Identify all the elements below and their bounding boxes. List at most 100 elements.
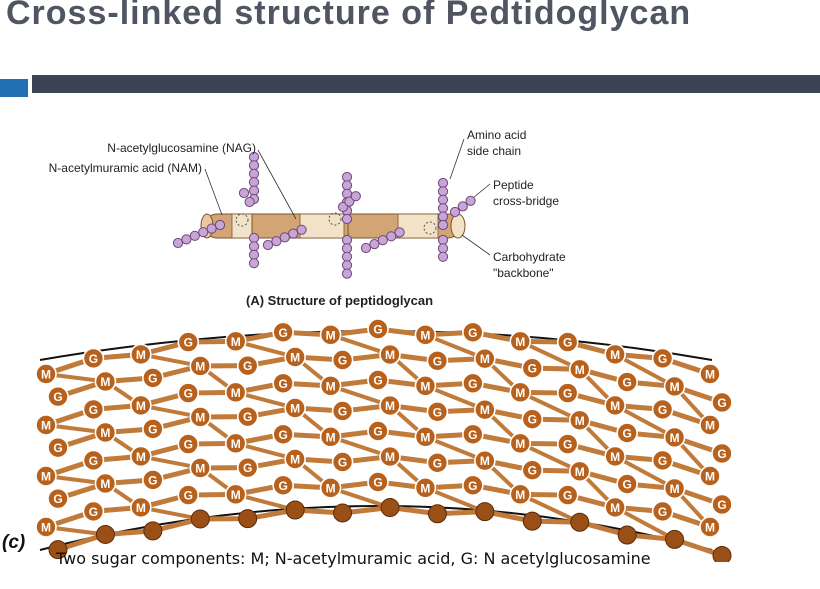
sugar-M-label: M <box>41 470 51 484</box>
sugar-G-node <box>651 347 674 370</box>
amino-acid-bead <box>341 171 353 183</box>
sugar-G-label: G <box>278 326 287 340</box>
leader-line-amino-acid <box>449 138 465 180</box>
sugar-G-node <box>556 484 579 506</box>
sugar-M-label: M <box>575 414 585 428</box>
amino-acid-bead <box>48 540 68 560</box>
sugar-M-node <box>699 516 721 538</box>
backbone-light-segment <box>299 213 345 239</box>
sugar-M-label: M <box>41 368 51 382</box>
sugar-G-node <box>651 398 674 421</box>
figure-a-labels: N-acetylglucosamine (NAG) N-acetylmurami… <box>49 128 566 308</box>
amino-acid-bead <box>341 180 353 191</box>
sugar-M-node <box>130 445 152 468</box>
sugar-M-label: M <box>326 379 336 393</box>
sugar-G-node <box>236 405 259 428</box>
amino-acid-bead <box>427 504 447 524</box>
sugar-M-label: M <box>480 454 490 468</box>
sugar-M-node <box>284 397 306 419</box>
sugar-G-label: G <box>622 427 631 441</box>
sugar-M-node <box>130 343 152 366</box>
amino-acid-bead <box>172 237 184 249</box>
amino-acid-bead <box>437 211 449 222</box>
amino-acid-bead <box>181 234 192 245</box>
sugar-M-node <box>414 324 437 346</box>
amino-acid-bead <box>248 177 260 188</box>
peptide-crosslink <box>614 352 676 389</box>
sugar-M-label: M <box>136 450 146 464</box>
label-amino-acid-line2: side chain <box>467 144 521 158</box>
sugar-G-node <box>521 459 544 481</box>
amino-acid-bead <box>296 224 307 235</box>
sugar-G-label: G <box>468 428 477 442</box>
sugar-M-node <box>224 432 247 455</box>
sugar-M-node <box>94 472 117 495</box>
sugar-G-node <box>331 451 354 473</box>
amino-acid-bead <box>380 498 400 518</box>
amino-acid-bead <box>248 185 260 196</box>
sugar-G-label: G <box>433 405 442 419</box>
sugar-G-node <box>142 367 164 389</box>
sugar-G-node <box>272 474 294 497</box>
sugar-M-node <box>509 432 532 455</box>
sugar-G-label: G <box>658 352 667 366</box>
label-nam: N-acetylmuramic acid (NAM) <box>49 161 202 175</box>
sugar-G-label: G <box>89 454 98 468</box>
amino-acid-bead <box>95 524 115 544</box>
amino-acid-bead <box>248 232 260 244</box>
sugar-M-node <box>604 343 626 366</box>
amino-acid-bead <box>712 545 732 565</box>
sugar-M-label: M <box>515 386 525 400</box>
amino-acid-bead <box>238 187 250 199</box>
sugar-M-node <box>699 465 721 487</box>
peptide-crosslink <box>614 505 676 542</box>
leader-line-nag <box>257 149 297 220</box>
amino-acid-bead <box>285 500 305 520</box>
sugar-G-node <box>142 469 164 491</box>
sugar-G-label: G <box>468 479 477 493</box>
sugar-G-label: G <box>717 447 726 461</box>
amino-acid-bead <box>271 236 282 247</box>
sugar-G-node <box>556 331 579 353</box>
sugar-G-node <box>272 423 294 446</box>
peptide-bead-chains <box>172 151 476 279</box>
sugar-G-label: G <box>184 489 193 503</box>
sugar-M-node <box>604 394 626 417</box>
sugar-M-label: M <box>290 401 300 415</box>
sugar-M-node <box>319 324 342 346</box>
sugar-G-label: G <box>278 377 287 391</box>
sugar-G-label: G <box>468 377 477 391</box>
sugar-G-node <box>711 391 733 414</box>
amino-acid-bead <box>437 177 449 189</box>
peptide-crosslink <box>519 441 581 474</box>
sugar-G-node <box>272 321 294 344</box>
sugar-M-label: M <box>610 501 620 515</box>
sugar-M-node <box>189 457 212 479</box>
sugar-G-label: G <box>278 479 287 493</box>
sugar-M-label: M <box>290 452 300 466</box>
sugar-G-label: G <box>148 422 157 436</box>
sugar-M-node <box>474 347 496 370</box>
sugar-M-label: M <box>670 380 680 394</box>
amino-acid-bead <box>665 529 685 549</box>
amino-acid-bead <box>344 196 355 207</box>
sugar-M-label: M <box>705 419 715 433</box>
sugar-M-node <box>224 381 247 404</box>
sugar-M-label: M <box>670 431 680 445</box>
sugar-G-label: G <box>184 336 193 350</box>
sugar-G-label: G <box>338 353 347 367</box>
sugar-M-node <box>509 330 532 353</box>
sugar-G-label: G <box>89 403 98 417</box>
sugar-G-label: G <box>243 461 252 475</box>
sugar-G-node <box>462 474 484 497</box>
sugar-M-label: M <box>420 430 430 444</box>
sugar-M-label: M <box>195 410 205 424</box>
amino-acid-bead <box>262 239 274 251</box>
sugar-G-node <box>521 357 544 379</box>
sugar-G-node <box>616 422 638 444</box>
sugar-M-node <box>319 375 342 397</box>
sugar-G-label: G <box>528 413 537 427</box>
sugar-G-label: G <box>373 425 382 439</box>
